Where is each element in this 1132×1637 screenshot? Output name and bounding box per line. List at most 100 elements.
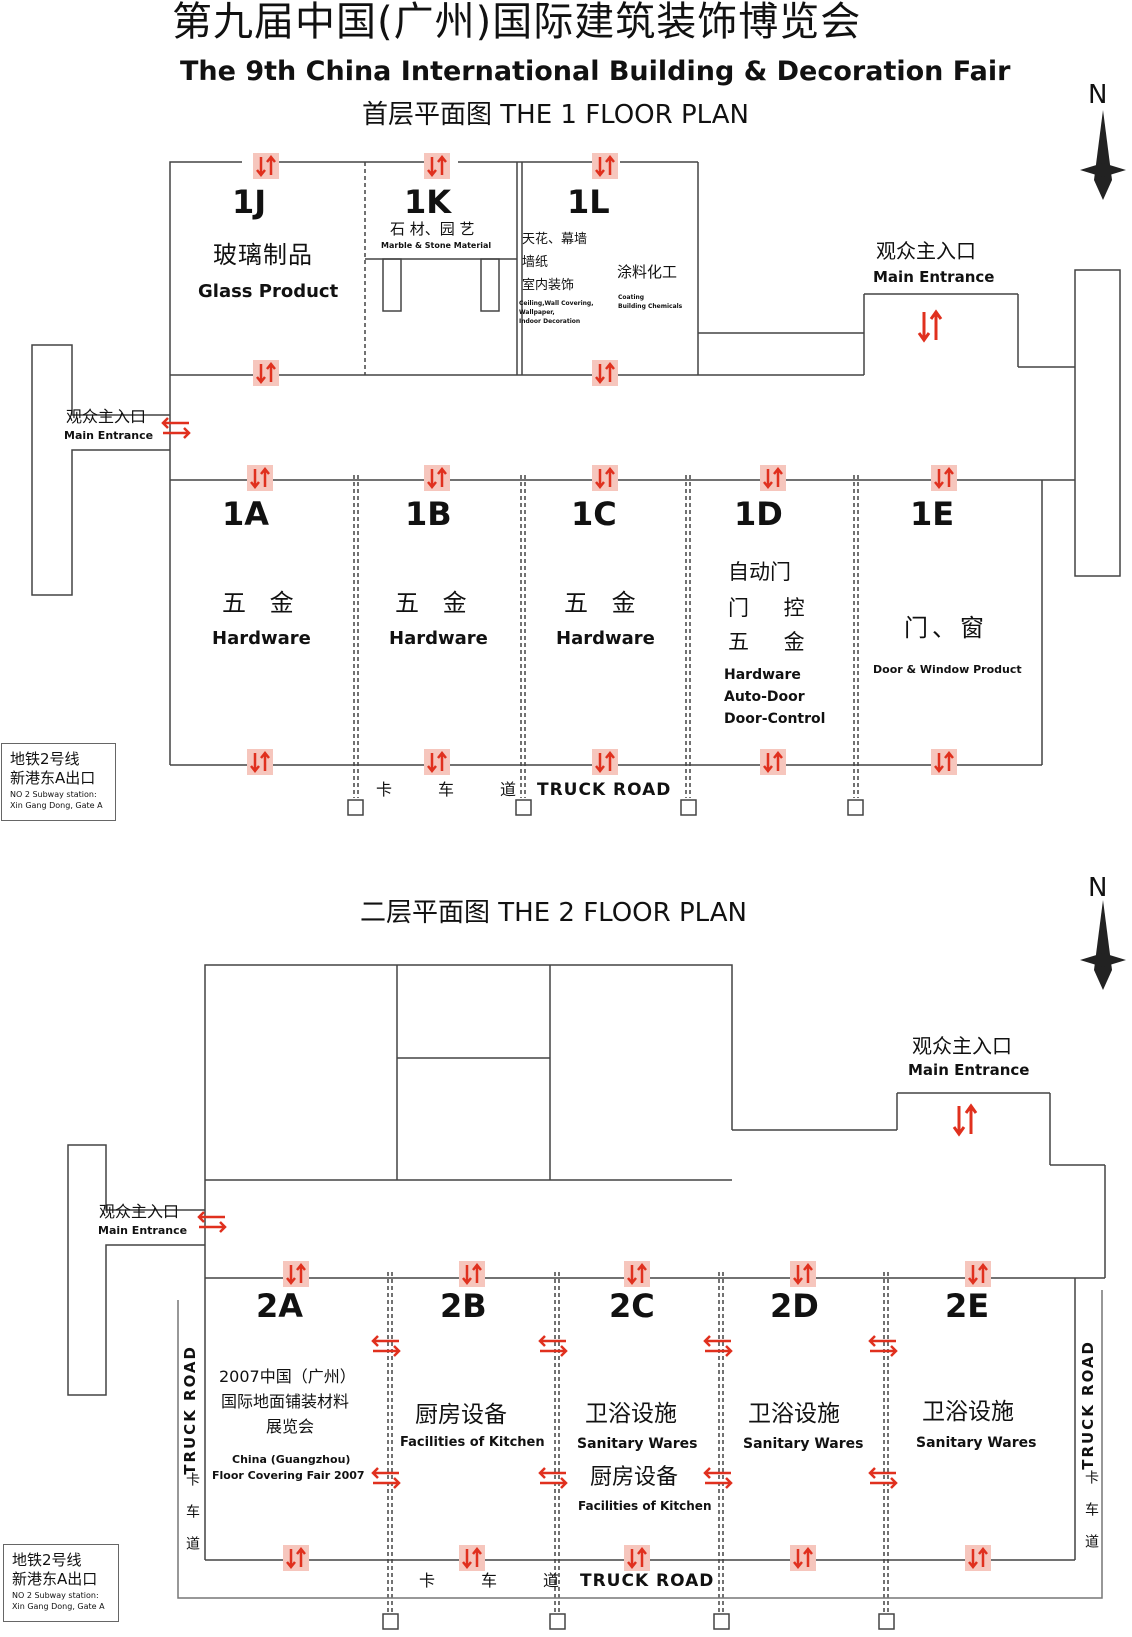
hall-1L-code: 1L — [567, 183, 610, 221]
hall-1D-cn2: 门 控 — [728, 596, 819, 620]
main-entrance-left-en: Main Entrance — [64, 429, 154, 442]
hall-1J-code: 1J — [232, 183, 267, 221]
subway-2-en2: Xin Gang Dong, Gate A — [12, 1602, 105, 1611]
entrance-arrow-icon — [868, 1467, 898, 1489]
subway-2-cn2: 新港东A出口 — [12, 1570, 98, 1588]
hall-2D-cn: 卫浴设施 — [748, 1401, 840, 1427]
escalator-icon — [965, 1261, 991, 1287]
hall-1L-en1: Ceiling,Wall Covering, — [519, 300, 594, 307]
floor1-plan-title: 首层平面图 THE 1 FLOOR PLAN — [362, 100, 749, 130]
main-entrance-2-left-cn: 观众主入口 — [99, 1202, 180, 1221]
hall-1L-en2: Wallpaper, — [519, 309, 555, 316]
escalator-icon — [592, 360, 618, 386]
truck-road-2-cn: 卡车道 — [419, 1571, 606, 1590]
entrance-arrow-icon — [538, 1467, 568, 1489]
north-label-2: N — [1088, 873, 1108, 903]
hall-1L-en3: Indoor Decoration — [519, 318, 581, 325]
hall-1E-code: 1E — [910, 495, 955, 533]
hall-1K-code: 1K — [404, 183, 452, 221]
escalator-icon — [760, 465, 786, 491]
hall-2B-cn: 厨房设备 — [415, 1402, 507, 1428]
subway-en2: Xin Gang Dong, Gate A — [10, 801, 103, 810]
floor2-plan-title: 二层平面图 THE 2 FLOOR PLAN — [360, 898, 747, 928]
escalator-icon — [253, 360, 279, 386]
hall-1L-cn3: 室内装饰 — [522, 278, 575, 293]
hall-1B-en: Hardware — [389, 628, 488, 649]
main-entrance-left-cn: 观众主入口 — [66, 407, 147, 426]
escalator-icon — [917, 309, 943, 343]
hall-2A-cn1: 2007中国（广州） — [219, 1367, 356, 1386]
hall-1D-en3: Door-Control — [724, 711, 826, 727]
truck-road-en: TRUCK ROAD — [537, 780, 672, 800]
hall-2E-cn: 卫浴设施 — [922, 1399, 1014, 1425]
escalator-icon — [952, 1103, 978, 1137]
north-arrow-icon — [1080, 110, 1126, 990]
hall-1D-cn1: 自动门 — [728, 560, 791, 584]
entrance-arrow-icon — [703, 1335, 733, 1357]
main-entrance-cn: 观众主入口 — [876, 239, 976, 263]
escalator-icon — [760, 749, 786, 775]
hall-1B-cn: 五 金 — [395, 589, 475, 617]
escalator-icon — [624, 1261, 650, 1287]
hall-1D-en1: Hardware — [724, 667, 801, 683]
hall-2E-code: 2E — [945, 1287, 990, 1325]
hall-1A-code: 1A — [222, 495, 270, 533]
hall-2C-cn: 卫浴设施 — [585, 1401, 677, 1427]
subway-en1: NO 2 Subway station: — [10, 790, 97, 799]
hall-2C-cn2: 厨房设备 — [590, 1465, 679, 1490]
side-road-right-en: TRUCK ROAD — [1079, 1340, 1097, 1470]
hall-1L-cn1: 天花、幕墙 — [522, 232, 588, 247]
entrance-arrow-icon — [161, 417, 191, 439]
hall-1J-cn: 玻璃制品 — [213, 241, 313, 269]
escalator-icon — [247, 465, 273, 491]
entrance-arrow-icon — [868, 1335, 898, 1357]
hall-1E-en: Door & Window Product — [873, 663, 1022, 676]
hall-2A-cn2: 国际地面铺装材料 — [221, 1392, 350, 1411]
hall-1D-en2: Auto-Door — [724, 689, 805, 705]
escalator-icon — [790, 1545, 816, 1571]
hall-2C-en: Sanitary Wares — [577, 1436, 698, 1452]
entrance-arrow-icon — [538, 1335, 568, 1357]
escalator-icon — [283, 1261, 309, 1287]
side-road-left-en: TRUCK ROAD — [181, 1345, 199, 1475]
hall-1C-code: 1C — [571, 495, 617, 533]
north-label: N — [1088, 80, 1108, 110]
escalator-icon — [459, 1261, 485, 1287]
hall-2C-en2: Facilities of Kitchen — [578, 1499, 712, 1513]
entrance-arrow-icon — [371, 1335, 401, 1357]
hall-1L-cn2: 墙纸 — [522, 255, 549, 270]
escalator-icon — [931, 749, 957, 775]
main-entrance-en: Main Entrance — [873, 268, 995, 286]
escalator-icon — [624, 1545, 650, 1571]
fair-title-en: The 9th China International Building & D… — [180, 56, 1011, 87]
hall-1D-code: 1D — [734, 495, 783, 533]
hall-1E-cn: 门、窗 — [904, 614, 988, 642]
escalator-icon — [424, 465, 450, 491]
escalator-icon — [592, 465, 618, 491]
hall-2C-code: 2C — [609, 1287, 655, 1325]
main-entrance-2-en: Main Entrance — [908, 1061, 1030, 1079]
hall-1C-en: Hardware — [556, 628, 655, 649]
subway-2-en1: NO 2 Subway station: — [12, 1591, 99, 1600]
hall-2E-en: Sanitary Wares — [916, 1435, 1037, 1451]
escalator-icon-group — [247, 153, 991, 1571]
hall-1K-cn: 石 材、园 艺 — [390, 220, 475, 238]
escalator-icon — [931, 465, 957, 491]
hall-1L-en5: Building Chemicals — [618, 303, 683, 310]
truck-road-cn: 卡车道 — [376, 780, 563, 799]
hall-1K-en: Marble & Stone Material — [381, 241, 492, 250]
escalator-icon — [459, 1545, 485, 1571]
hall-2B-en: Facilities of Kitchen — [400, 1435, 545, 1450]
subway-info-box: 地铁2号线 新港东A出口 NO 2 Subway station: Xin Ga… — [1, 743, 116, 821]
side-road-left-cn: 卡车道 — [184, 1472, 200, 1568]
fair-title-cn: 第九届中国(广州)国际建筑装饰博览会 — [172, 0, 862, 45]
main-entrance-2-cn: 观众主入口 — [912, 1034, 1012, 1058]
main-entrance-2-left-en: Main Entrance — [98, 1224, 188, 1237]
hall-1D-cn3: 五 金 — [728, 630, 819, 654]
escalator-icon — [592, 153, 618, 179]
hall-2D-en: Sanitary Wares — [743, 1436, 864, 1452]
hall-1A-cn: 五 金 — [222, 589, 302, 617]
hall-1A-en: Hardware — [212, 628, 311, 649]
hall-1L-en4: Coating — [618, 294, 645, 301]
